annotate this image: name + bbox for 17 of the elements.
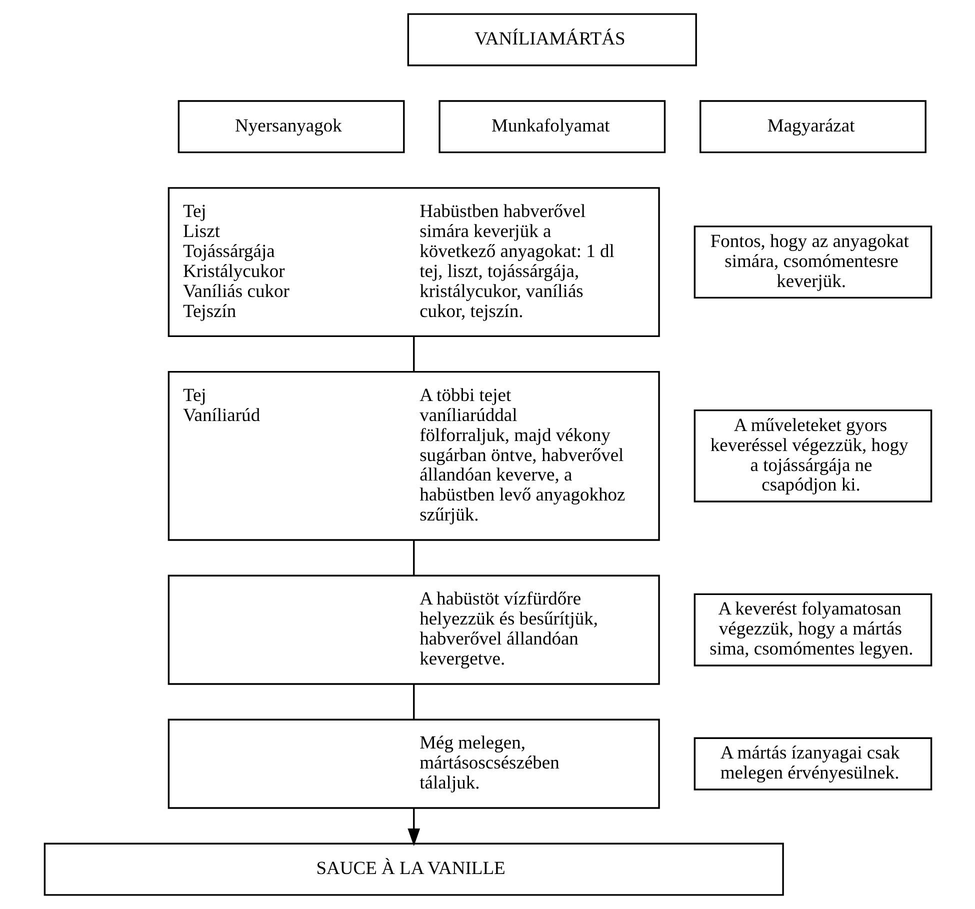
arrow [407, 808, 420, 846]
connector [412, 540, 414, 576]
node-box: Nyersanyagok [177, 100, 404, 154]
node-box: Munkafolyamat [438, 100, 666, 154]
node-box: Tej Liszt Tojássárgája Kristálycukor Vaníliás cukor Tejszín Habüstben habverővel simára keverjük a következő anyagokat: 1 dl tej, liszt, tojássárgája, kristálycukor, vaníliás cukor, tejszín. [167, 187, 660, 338]
connector [412, 684, 414, 720]
node-box: Tej Vaníliarúd A többi tejet vaníliarúddal fölforraljuk, majd vékony sugárban öntve, habverővel állandóan keverve, a habüstben levő anyagokhoz szűrjük. [167, 370, 660, 541]
connector [412, 336, 414, 372]
node-box: A keverést folyamatosan végezzük, hogy a mártás sima, csomómentes legyen. [693, 593, 932, 666]
node-box: SAUCE À LA VANILLE [43, 842, 784, 896]
node-box: Magyarázat [699, 100, 926, 154]
node-box: A műveleteket gyors keveréssel végezzük, hogy a tojássárgája ne csapódjon ki. [693, 409, 932, 502]
node-box: Még melegen, mártásoscsészében tálaljuk. [167, 718, 660, 809]
node-box: Fontos, hogy az anyagokat simára, csomómentesre keverjük. [693, 226, 932, 299]
node-box: A mártás ízanyagai csak melegen érvényesülnek. [693, 737, 932, 790]
node-box: VANÍLIAMÁRTÁS [406, 13, 696, 66]
node-box: A habüstöt vízfürdőre helyezzük és besűrítjük, habverővel állandóan kevergetve. [167, 574, 660, 685]
